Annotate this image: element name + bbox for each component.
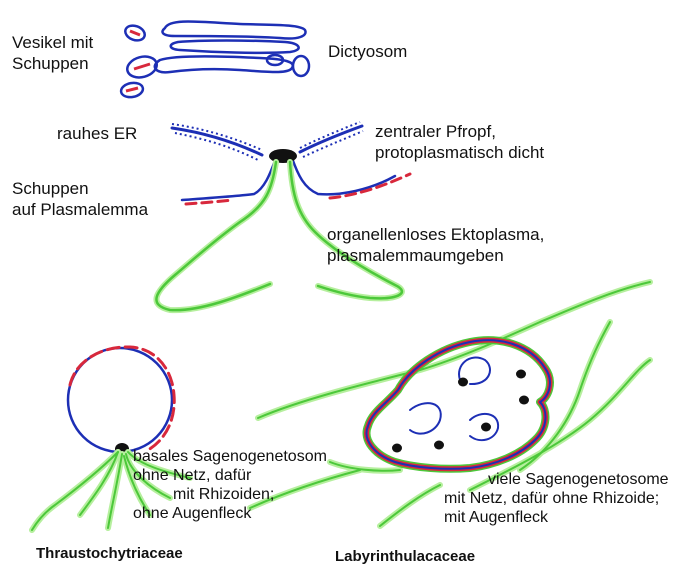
label-vesicles: Vesikel mit Schuppen <box>12 32 93 74</box>
label-thraustochytriaceae: Thraustochytriaceae <box>36 545 183 562</box>
rough-er-left <box>170 123 264 161</box>
label-scales-plasmalemma: Schuppen auf Plasmalemma <box>12 178 148 220</box>
label-central-plug: zentraler Pfropf, protoplasmatisch dicht <box>375 121 544 163</box>
label-central-plug-line2: protoplasmatisch dicht <box>375 143 545 162</box>
label-thrausto-line4: ohne Augenfleck <box>133 505 252 522</box>
label-laby-line1: viele Sagenogenetosome <box>488 471 669 488</box>
label-dictyosome: Dictyosom <box>328 42 408 61</box>
rhizoids <box>29 449 193 533</box>
label-thrausto-line1: basales Sagenogenetosom <box>133 448 327 465</box>
label-laby-desc: viele Sagenogenetosome mit Netz, dafür o… <box>444 470 669 527</box>
rough-er-right <box>298 121 364 158</box>
label-thrausto-desc: basales Sagenogenetosom ohne Netz, dafür… <box>133 447 327 523</box>
label-laby-line2: mit Netz, dafür ohne Rhizoide; <box>444 490 660 507</box>
thraustochytrid-cell <box>66 345 176 455</box>
labyrinthulid-cell <box>362 336 554 473</box>
label-thrausto-line3: mit Rhizoiden; <box>173 486 275 503</box>
label-scales-line1: Schuppen <box>12 179 89 198</box>
label-thrausto-line2: ohne Netz, dafür <box>133 467 252 484</box>
ectoplasm-top-cell <box>153 159 405 314</box>
label-central-plug-line1: zentraler Pfropf, <box>375 122 496 141</box>
plasmalemma-top-cell <box>180 156 412 206</box>
dictyosome-stack <box>153 20 311 78</box>
vesicles-with-scales <box>119 24 158 99</box>
label-labyrinthulacaceae: Labyrinthulacaceae <box>335 548 476 565</box>
label-ectoplasm-line1: organellenloses Ektoplasma, <box>327 225 545 244</box>
label-scales-line2: auf Plasmalemma <box>12 200 149 219</box>
sagenogenetosomes <box>392 369 529 453</box>
label-ectoplasm: organellenloses Ektoplasma, plasmalemmau… <box>327 224 544 266</box>
ectoplasmic-network <box>247 279 653 529</box>
label-rough-er: rauhes ER <box>57 124 138 143</box>
label-laby-line3: mit Augenfleck <box>444 509 549 526</box>
label-vesicles-line1: Vesikel mit <box>12 33 94 52</box>
label-vesicles-line2: Schuppen <box>12 54 89 73</box>
label-ectoplasm-line2: plasmalemmaumgeben <box>327 246 504 265</box>
central-plug <box>269 149 297 163</box>
